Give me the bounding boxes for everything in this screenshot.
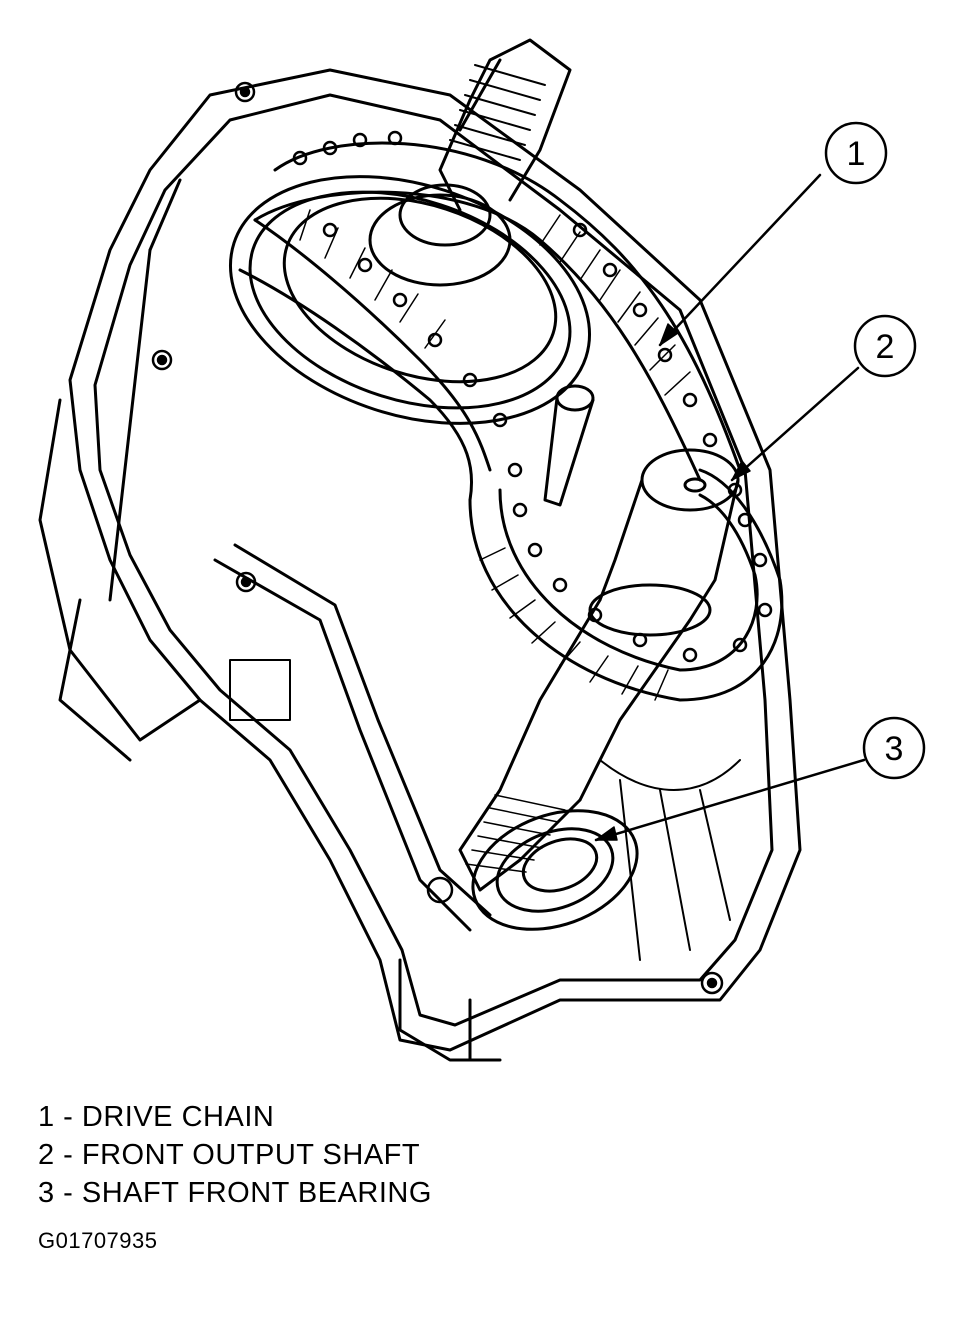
case-housing [38, 68, 802, 1062]
callout-2-number: 2 [876, 328, 895, 366]
bolt-holes [151, 81, 724, 995]
callout-1-arrowhead [659, 323, 679, 346]
drive-chain [238, 130, 742, 502]
drive-sprocket [229, 175, 591, 425]
callout-2-circle [853, 314, 917, 378]
figure-id: G01707935 [38, 1228, 158, 1253]
callout-3-leader [594, 758, 866, 842]
legend-item-shaft-front-bearing: 3 - SHAFT FRONT BEARING [38, 1177, 432, 1209]
callout-3-circle [862, 716, 926, 780]
legend-item-front-output-shaft: 2 - FRONT OUTPUT SHAFT [38, 1139, 421, 1171]
callout-2-arrowhead [731, 460, 751, 481]
input-shaft [438, 38, 572, 212]
front-output-shaft [458, 448, 740, 892]
callout-1-circle [824, 121, 888, 185]
shaft-front-bearing [471, 809, 639, 931]
parts-legend: 1 - DRIVE CHAIN 2 - FRONT OUTPUT SHAFT 3… [38, 1098, 432, 1212]
callout-1-number: 1 [847, 135, 866, 173]
callout-1: 1 [658, 121, 888, 347]
drive-chain-lower [468, 462, 784, 702]
callout-1-leader [658, 173, 822, 347]
transfer-case-illustration: 1 2 3 [38, 38, 926, 1062]
callout-3-arrowhead [595, 826, 618, 841]
callout-3: 3 [594, 716, 926, 842]
housing-ribs [229, 659, 741, 961]
callout-2: 2 [730, 314, 917, 482]
callout-3-number: 3 [885, 730, 904, 768]
shift-rail [543, 384, 595, 507]
case-flange [213, 543, 492, 932]
callout-2-leader [730, 366, 860, 482]
legend-item-drive-chain: 1 - DRIVE CHAIN [38, 1101, 275, 1133]
